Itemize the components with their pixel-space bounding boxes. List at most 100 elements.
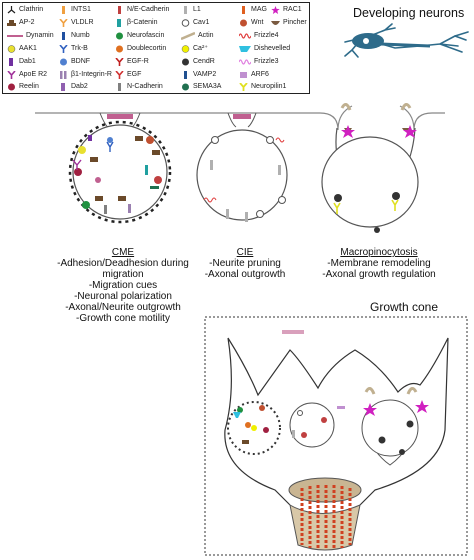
legend-label: Doublecortin [127,45,167,52]
numb-icon [59,32,68,40]
dishevelled-icon [239,45,251,53]
developing-neurons-title: Developing neurons [353,6,465,20]
legend-label: Ca²⁺ [193,45,208,52]
cme-item: -Migration cues [88,280,158,291]
sema3a-icon [181,83,190,91]
legend-label: Frizzle3 [254,58,279,65]
growth-cone-title: Growth cone [370,300,439,314]
legend-item-ap2: AP-2 [7,19,35,27]
legend-item-vamp2: VAMP2 [181,71,216,79]
legend-item-bdnf: BDNF [59,58,90,66]
wnt-icon [239,19,248,27]
legend-label: SEMA3A [193,83,222,90]
legend-item-dab1: Dab1 [7,58,36,66]
macro-description: Macropinocytosis -Membrane remodeling -A… [315,247,443,280]
legend-item-dynamin: Dynamin [7,32,54,40]
legend-label: Neurofascin [127,32,165,39]
cme-item: -Neuronal polarization [74,291,172,302]
macro-title: Macropinocytosis [340,247,418,258]
legend-item-l1: L1 [181,6,201,14]
legend-label: AP-2 [19,19,35,26]
calcium-icon [181,45,190,53]
legend-item-doublecortin: Doublecortin [115,45,166,53]
legend-item-mag: MAG [239,6,267,14]
macropinocytosis-vesicle [321,103,419,233]
legend-item-egf: EGF [115,71,141,79]
neurofascin-icon [115,32,124,40]
legend-label: VLDLR [71,19,94,26]
catenin-icon [115,19,124,27]
legend-label: BDNF [71,58,91,65]
ncadherin-icon [115,83,124,91]
dynamin-icon [7,32,23,40]
legend-label: VAMP2 [193,71,217,78]
ints1-icon [59,6,68,14]
legend-item-trkb: Trk-B [59,45,88,53]
cme-item: migration [102,269,144,280]
growth-cone-shape [224,330,449,551]
cme-title: CME [111,247,135,258]
legend-label: MAG [251,6,267,13]
legend-label: Trk-B [71,45,88,52]
legend-item-dab2: Dab2 [59,83,88,91]
pincher-icon [271,19,280,27]
dynamin-ring [107,114,133,119]
legend-label: ApoE R2 [19,71,48,78]
mag-icon [239,6,248,14]
legend-label: Wnt [251,19,264,26]
dab2-icon [59,83,68,91]
legend-item-neurofascin: Neurofascin [115,32,164,40]
microtubules [300,485,352,550]
legend-item-catenin: β-Catenin [115,19,158,27]
legend-label: Frizzle4 [254,32,279,39]
frizzle3-icon [239,58,251,66]
cme-item: -Growth cone motility [76,313,170,324]
legend-item-actin: Actin [181,32,214,40]
cendr-icon [181,58,190,66]
macro-item: -Membrane remodeling [327,258,431,269]
legend-item-frizzle4: Frizzle4 [239,32,279,40]
legend-label: Dab2 [71,83,88,90]
arf6-icon [239,71,248,79]
growth-cone-box [204,316,468,556]
reelin-icon [7,83,16,91]
legend-label: ARF6 [251,71,269,78]
cme-cargo [72,135,162,214]
legend-label: Dishevelled [254,45,291,52]
neuropilin1-icon [239,83,248,91]
legend-item-rac1: RAC1 [271,6,302,14]
plasma-membrane [35,105,445,131]
vamp2-icon [181,71,190,79]
legend-label: CendR [193,58,215,65]
legend-item-cendr: CendR [181,58,215,66]
legend-label: Dynamin [26,32,54,39]
frizzle4-icon [239,32,251,40]
legend-label: N/E-Cadherin [127,6,170,13]
vldlr-icon [59,19,68,27]
legend-item-aak1: AAK1 [7,45,37,53]
legend-item-arf6: ARF6 [239,71,269,79]
legend-label: Cav1 [193,19,210,26]
cie-item: -Neurite pruning [209,258,281,269]
legend-item-pincher: Pincher [271,19,307,27]
legend-item-cadherin: N/E-Cadherin [115,6,169,14]
legend-item-reelin: Reelin [7,83,39,91]
legend-item-apoer2: ApoE R2 [7,71,47,79]
macro-item: -Axonal growth regulation [322,269,436,280]
cme-item: -Adhesion/Deadhesion during [57,258,189,269]
legend-label: N-Cadherin [127,83,163,90]
legend-label: Dab1 [19,58,36,65]
legend-item-integrin: β1-Integrin-R [59,71,112,79]
legend-item-neuropilin1: Neuropilin1 [239,83,286,91]
egfr-icon [115,58,124,66]
legend-label: EGF [127,71,142,78]
clathrin-coat [68,120,172,224]
neuron-icon [344,23,469,58]
cme-description: CME -Adhesion/Deadhesion during migratio… [48,247,198,324]
cadherin-icon [115,6,124,14]
legend-label: β-Catenin [127,19,158,26]
legend-item-sema3a: SEMA3A [181,83,221,91]
legend-item-clathrin: Clathrin [7,6,43,14]
bdnf-icon [59,58,68,66]
